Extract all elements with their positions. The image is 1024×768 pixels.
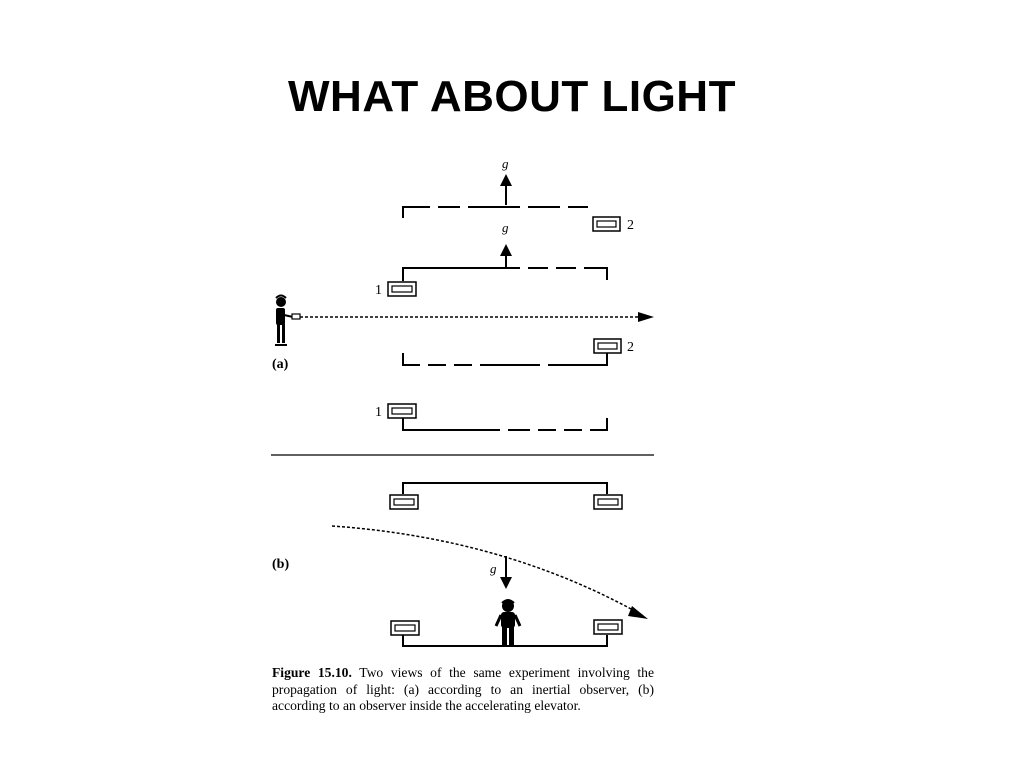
panel-b-label: (b) [272,557,289,572]
caption-figure-number: Figure 15.10. [272,665,352,680]
g-arrow-middle [500,244,512,268]
elevator-ceiling-1 [402,206,588,218]
mirror-2-lower [593,338,622,354]
elevator-ceiling-b [402,482,608,494]
elevator-floor-b [402,635,608,647]
elevator-observer-figure [494,599,522,645]
g-arrow-down [500,556,512,589]
mirror-1-label-upper: 1 [375,283,382,298]
elevator-floor-1 [402,353,608,366]
g-label-top: g [502,156,509,171]
mirror-2-label-lower: 2 [627,340,634,355]
light-ray-curved [331,525,643,616]
g-arrow-top [500,174,512,205]
figure-caption: Figure 15.10. Two views of the same expe… [272,665,654,715]
mirror-1-label-lower: 1 [375,405,382,420]
mirror-left-bottom-b [390,620,420,636]
g-label-down: g [490,561,497,576]
mirror-2-label-top: 2 [627,218,634,233]
elevator-ceiling-2 [402,267,608,281]
slide-title: WHAT ABOUT LIGHT [288,72,736,121]
mirror-left-top-b [389,494,419,510]
panel-a-label: (a) [272,357,289,372]
caption-text: Two views of the same experiment involvi… [272,665,654,713]
g-label-middle: g [502,220,509,235]
mirror-right-top-b [593,494,623,510]
mirror-2-top [592,216,621,232]
mirror-1-upper [387,281,417,297]
mirror-right-bottom-b [593,619,623,635]
mirror-1-lower [387,403,417,419]
elevator-floor-2 [402,418,608,431]
inertial-observer-figure [275,294,301,346]
